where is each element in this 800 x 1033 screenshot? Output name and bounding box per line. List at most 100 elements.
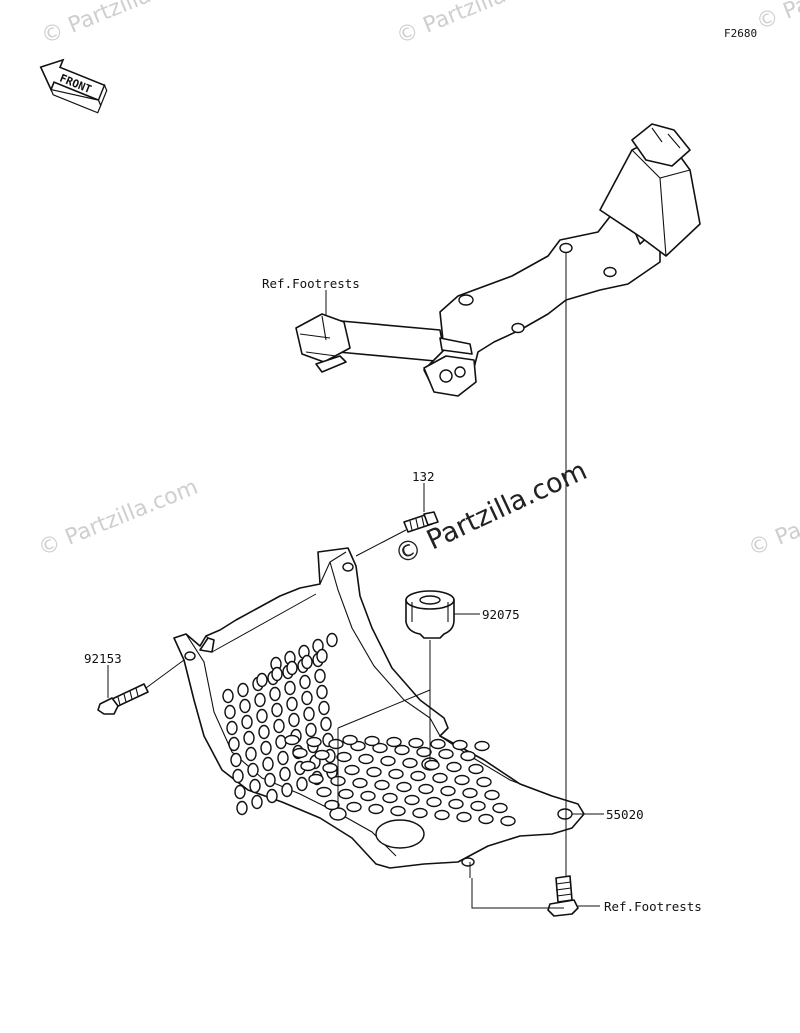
perforation-hole (222, 688, 234, 704)
perforation-hole (410, 770, 426, 782)
perforation-hole (404, 794, 420, 806)
perforation-hole (296, 776, 308, 792)
perforation-hole (474, 740, 490, 752)
perforation-hole (275, 734, 287, 750)
perforation-hole (462, 787, 478, 799)
bolt-ref-footrests (547, 875, 579, 917)
perforation-hole (258, 724, 270, 740)
perforation-hole (316, 648, 328, 664)
perforation-hole (476, 776, 492, 788)
perforation-hole (430, 738, 446, 750)
perforation-hole (230, 752, 242, 768)
perforation-hole (241, 714, 253, 730)
perforation-hole (432, 772, 448, 784)
perforation-hole (338, 788, 354, 800)
perforation-hole (301, 654, 313, 670)
figure-code: F2680 (724, 27, 757, 40)
perforation-hole (300, 760, 316, 772)
watermark-faint-1: © Partzilla.com (38, 0, 205, 50)
perforation-hole (352, 777, 368, 789)
label-ref-footrests-bottom: Ref.Footrests (604, 899, 702, 914)
label-part-132: 132 (412, 469, 435, 484)
perforation-hole (256, 672, 268, 688)
perforation-hole (438, 748, 454, 760)
perforation-holes (222, 632, 516, 827)
perforation-hole (303, 706, 315, 722)
perforation-hole (434, 809, 450, 821)
perforation-hole (418, 783, 434, 795)
perforation-hole (394, 744, 410, 756)
perforation-hole (286, 660, 298, 676)
perforation-hole (224, 704, 236, 720)
perforation-hole (426, 796, 442, 808)
perforation-hole (454, 774, 470, 786)
perforation-hole (322, 762, 338, 774)
perforation-hole (380, 755, 396, 767)
perforation-hole (336, 751, 352, 763)
perforation-hole (237, 682, 249, 698)
perforation-hole (277, 750, 289, 766)
perforation-hole (281, 782, 293, 798)
perforation-hole (226, 720, 238, 736)
perforation-hole (269, 686, 281, 702)
perforation-hole (440, 785, 456, 797)
perforation-hole (326, 632, 338, 648)
perforation-hole (364, 735, 380, 747)
perforation-hole (306, 736, 322, 748)
perforation-hole (262, 756, 274, 772)
perforation-hole (366, 766, 382, 778)
perforation-hole (273, 718, 285, 734)
perforation-hole (408, 737, 424, 749)
perforation-hole (232, 768, 244, 784)
watermark-faint-2: © Partzilla.com (393, 0, 560, 50)
perforation-hole (386, 736, 402, 748)
perforation-hole (360, 790, 376, 802)
perforation-hole (424, 759, 440, 771)
perforation-hole (500, 815, 516, 827)
perforation-hole (324, 799, 340, 811)
perforation-hole (239, 698, 251, 714)
perforation-hole (236, 800, 248, 816)
perforation-hole (452, 739, 468, 751)
perforation-hole (478, 813, 494, 825)
perforation-hole (320, 716, 332, 732)
label-ref-footrests-top: Ref.Footrests (262, 276, 360, 291)
perforation-hole (247, 762, 259, 778)
perforation-hole (470, 800, 486, 812)
footrest-frame-bracket (295, 123, 701, 397)
perforation-hole (228, 736, 240, 752)
perforation-hole (245, 746, 257, 762)
perforation-hole (264, 772, 276, 788)
bolt-132 (403, 511, 439, 533)
perforation-hole (346, 801, 362, 813)
perforation-hole (396, 781, 412, 793)
perforation-hole (416, 746, 432, 758)
perforation-hole (358, 753, 374, 765)
perforation-hole (254, 692, 266, 708)
watermark-faint-3: © Partzilla.com (753, 0, 800, 36)
skid-plate-55020 (173, 547, 585, 869)
perforation-hole (271, 702, 283, 718)
perforation-hole (456, 811, 472, 823)
perforation-hole (284, 680, 296, 696)
perforation-hole (402, 757, 418, 769)
perforation-hole (288, 712, 300, 728)
perforation-hole (372, 742, 388, 754)
perforation-hole (249, 778, 261, 794)
perforation-hole (251, 794, 263, 810)
perforation-hole (460, 750, 476, 762)
perforation-hole (305, 722, 317, 738)
perforation-hole (484, 789, 500, 801)
perforation-hole (388, 768, 404, 780)
perforation-hole (316, 786, 332, 798)
damper-92075 (405, 590, 455, 639)
perforation-hole (299, 674, 311, 690)
label-part-92075: 92075 (482, 607, 520, 622)
perforation-hole (344, 764, 360, 776)
perforation-hole (314, 749, 330, 761)
perforation-hole (234, 784, 246, 800)
leader-lines (107, 252, 604, 909)
perforation-hole (374, 779, 390, 791)
perforation-hole (412, 807, 428, 819)
